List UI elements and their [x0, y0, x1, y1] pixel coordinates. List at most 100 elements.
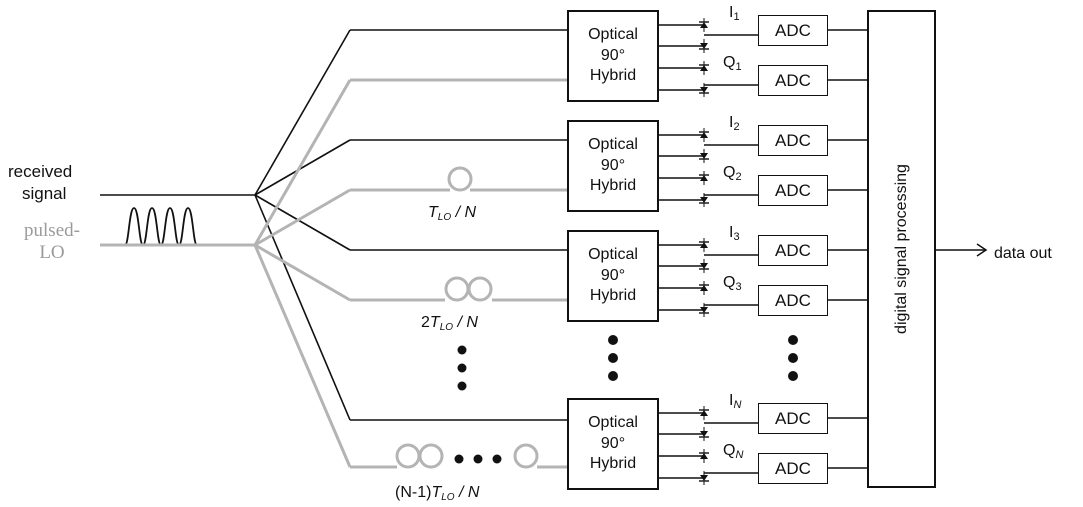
- adc-i-3: ADC: [758, 235, 828, 266]
- photodiode-icon: [699, 18, 709, 485]
- received-label-line1: received: [8, 162, 73, 181]
- adc-label: ADC: [775, 70, 811, 90]
- delay-t: T: [428, 204, 438, 221]
- photodiode-icon: [699, 149, 709, 163]
- i-base: I: [729, 224, 734, 241]
- i-base: I: [729, 114, 734, 131]
- adc-i-n: ADC: [758, 403, 828, 434]
- hybrid-line1: Optical: [588, 25, 638, 43]
- q-base: Q: [723, 442, 736, 459]
- optical-hybrid-n: Optical 90° Hybrid: [567, 398, 659, 490]
- hybrid-line3: Hybrid: [589, 67, 637, 85]
- q-sub: 2: [735, 171, 742, 183]
- i-base: I: [729, 4, 734, 21]
- delay-prefix: (N-1): [395, 484, 432, 501]
- i-sub: N: [733, 399, 742, 411]
- adc-label: ADC: [775, 20, 811, 40]
- photodiode-icon: [699, 259, 709, 273]
- hybrid-line2: 90°: [600, 156, 626, 174]
- photodiode-icon: [699, 39, 709, 53]
- delay-sub: LO: [439, 322, 454, 333]
- q-sub: 1: [735, 61, 742, 73]
- q-label-n: QN: [723, 443, 743, 461]
- hybrid-line3: Hybrid: [589, 177, 637, 195]
- adc-label: ADC: [775, 290, 811, 310]
- adc-dsp-lines: [704, 29, 867, 474]
- photodiode-icon: [699, 238, 709, 252]
- i-sub: 3: [733, 231, 740, 243]
- hybrid-output-lines: [659, 24, 704, 479]
- optical-hybrid-1: Optical 90° Hybrid: [567, 10, 659, 102]
- delay-suffix: / N: [453, 314, 478, 331]
- delay-sub: LO: [437, 212, 452, 223]
- i-label-1: I1: [729, 5, 740, 23]
- photodiode-icon: [699, 61, 709, 75]
- delay-label-1: TLO / N: [428, 205, 476, 223]
- photodiode-icon: [699, 18, 709, 32]
- adc-label: ADC: [775, 408, 811, 428]
- hybrid-line2: 90°: [600, 46, 626, 64]
- lo-split-lines: [100, 78, 567, 469]
- q-label-3: Q3: [723, 275, 742, 293]
- delay-prefix: 2: [421, 314, 430, 331]
- adc-label: ADC: [775, 458, 811, 478]
- hybrid-line2: 90°: [600, 434, 626, 452]
- adc-q-1: ADC: [758, 65, 828, 96]
- i-base: I: [729, 392, 734, 409]
- pulse-train-icon: [120, 207, 204, 246]
- hybrid-line3: Hybrid: [589, 287, 637, 305]
- photodiode-icon: [699, 449, 709, 463]
- delay-label-2: 2TLO / N: [421, 315, 478, 333]
- i-label-2: I2: [729, 115, 740, 133]
- adc-i-1: ADC: [758, 15, 828, 46]
- signal-split-lines: [100, 29, 567, 421]
- optical-hybrid-3: Optical 90° Hybrid: [567, 230, 659, 322]
- signal-label-line2: signal: [22, 184, 67, 203]
- pulsed-label-line1: pulsed-: [24, 220, 80, 241]
- q-base: Q: [723, 274, 736, 291]
- hybrid-line1: Optical: [588, 135, 638, 153]
- data-out-label: data out: [994, 245, 1052, 262]
- lo-label-line2: LO: [39, 242, 65, 263]
- delay-sub: LO: [441, 492, 455, 503]
- delay-suffix: / N: [451, 204, 477, 221]
- photodiode-icon: [699, 128, 709, 142]
- q-sub: N: [735, 449, 744, 461]
- photodiode-icon: [699, 406, 709, 420]
- ellipsis-dots-icon: [454, 335, 798, 464]
- q-base: Q: [723, 54, 736, 71]
- arrow-right-icon: [936, 243, 988, 257]
- hybrid-line3: Hybrid: [589, 455, 637, 473]
- fiber-loop-icon: [395, 166, 539, 469]
- adc-label: ADC: [775, 180, 811, 200]
- pulsed-lo-label: pulsed- LO: [7, 221, 97, 262]
- adc-i-2: ADC: [758, 125, 828, 156]
- i-sub: 1: [733, 11, 740, 23]
- adc-label: ADC: [775, 240, 811, 260]
- photodiode-icon: [699, 171, 709, 185]
- i-label-3: I3: [729, 225, 740, 243]
- i-sub: 2: [733, 121, 740, 133]
- dsp-label: digital signal processing: [892, 164, 910, 334]
- hybrid-line2: 90°: [600, 266, 626, 284]
- adc-q-3: ADC: [758, 285, 828, 316]
- delay-suffix: / N: [454, 484, 480, 501]
- q-label-2: Q2: [723, 165, 742, 183]
- optical-hybrid-2: Optical 90° Hybrid: [567, 120, 659, 212]
- hybrid-line1: Optical: [588, 413, 638, 431]
- adc-label: ADC: [775, 130, 811, 150]
- adc-q-n: ADC: [758, 453, 828, 484]
- adc-q-2: ADC: [758, 175, 828, 206]
- photodiode-icon: [699, 427, 709, 441]
- photodiode-icon: [699, 281, 709, 295]
- delay-label-n: (N-1)TLO / N: [395, 485, 479, 503]
- q-base: Q: [723, 164, 736, 181]
- q-sub: 3: [735, 281, 742, 293]
- hybrid-line1: Optical: [588, 245, 638, 263]
- delay-t: T: [429, 314, 440, 331]
- i-label-n: IN: [729, 393, 741, 411]
- delay-t: T: [431, 484, 442, 501]
- q-label-1: Q1: [723, 55, 742, 73]
- received-signal-label: received signal: [8, 163, 88, 202]
